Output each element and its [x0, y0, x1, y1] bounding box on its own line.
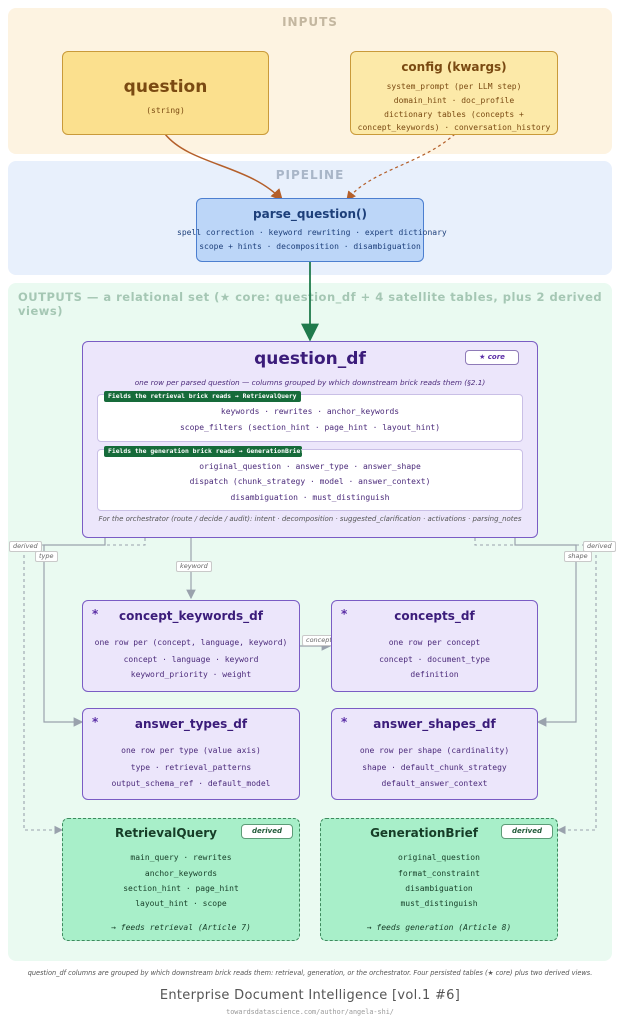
retrieval-fields-line-1: keywords · rewrites · anchor_keywords: [220, 407, 400, 416]
generation-brief-feeds: → feeds generation (Article 8): [366, 923, 512, 932]
config-line-3: dictionary tables (concepts +: [384, 110, 524, 119]
retrieval-query-line-3: section_hint · page_hint: [123, 884, 239, 893]
retrieval-query-title: RetrievalQuery: [115, 826, 217, 840]
retrieval-fields-header: Fields the retrieval brick reads → Retri…: [104, 391, 301, 402]
generation-fields-line-2: dispatch (chunk_strategy · model · answe…: [189, 477, 431, 486]
question-df-title: question_df: [254, 349, 366, 369]
footer-caption: question_df columns are grouped by which…: [27, 969, 593, 977]
config-to-parse-arrow: [346, 133, 456, 201]
retrieval-fields-group: Fields the retrieval brick reads → Retri…: [97, 391, 523, 442]
concepts-df-title: concepts_df: [394, 609, 475, 623]
generation-brief-box: GenerationBrief derived original_questio…: [320, 818, 558, 941]
shape-label: shape: [564, 551, 592, 562]
concept-keywords-line-2: concept · language · keyword: [123, 655, 259, 664]
generation-brief-line-1: original_question: [398, 853, 480, 862]
retrieval-query-badge: derived: [241, 824, 293, 839]
orchestrator-line: For the orchestrator (route / decide / a…: [98, 515, 522, 523]
parse-line-1: spell correction · keyword rewriting · e…: [177, 228, 447, 237]
core-star: *: [92, 715, 99, 729]
answer-types-df-title: answer_types_df: [134, 717, 248, 731]
generation-fields-line-1: original_question · answer_type · answer…: [199, 462, 421, 471]
generation-fields-header: Fields the generation brick reads → Gene…: [104, 446, 302, 457]
parse-question-title: parse_question(): [253, 207, 367, 221]
config-title: config (kwargs): [401, 60, 507, 74]
answer-types-line-1: one row per type (value axis): [121, 746, 261, 755]
core-star: *: [341, 607, 348, 621]
generation-brief-line-4: must_distinguish: [400, 899, 478, 908]
generation-fields-line-3: disambiguation · must_distinguish: [230, 493, 390, 502]
concepts-line-3: definition: [410, 670, 459, 679]
concepts-line-2: concept · document_type: [379, 655, 490, 664]
retrieval-query-line-2: anchor_keywords: [144, 869, 218, 878]
question-to-parse-arrow: [164, 133, 284, 202]
retrieval-query-feeds: → feeds retrieval (Article 7): [111, 923, 251, 932]
concept-keywords-line-3: keyword_priority · weight: [130, 670, 252, 679]
answer-shapes-df-box: * answer_shapes_df one row per shape (ca…: [331, 708, 538, 800]
answer-types-line-2: type · retrieval_patterns: [130, 763, 252, 772]
inputs-band-title: INPUTS: [282, 15, 338, 29]
question-subtitle: (string): [146, 106, 185, 115]
question-box: question (string): [62, 51, 269, 135]
footer-title: Enterprise Document Intelligence [vol.1 …: [159, 988, 461, 1003]
footer-url: towardsdatascience.com/author/angela-shi…: [226, 1008, 394, 1016]
answer-shapes-line-2: shape · default_chunk_strategy: [362, 763, 507, 772]
retrieval-fields-line-2: scope_filters (section_hint · page_hint …: [179, 423, 441, 432]
derived-right-label: derived: [583, 541, 616, 552]
retrieval-query-line-1: main_query · rewrites: [130, 853, 232, 862]
generation-fields-group: Fields the generation brick reads → Gene…: [97, 446, 523, 511]
answer-types-line-3: output_schema_ref · default_model: [111, 779, 271, 788]
config-line-4: concept_keywords) · conversation_history: [357, 123, 551, 132]
question-df-badge: ★ core: [465, 350, 519, 365]
concept-keywords-df-title: concept_keywords_df: [119, 609, 263, 623]
parse-question-box: parse_question() spell correction · keyw…: [177, 198, 447, 262]
question-df-box: question_df ★ core one row per parsed qu…: [82, 341, 538, 538]
core-star: *: [92, 607, 99, 621]
keyword-label: keyword: [176, 561, 212, 572]
answer-shapes-df-title: answer_shapes_df: [373, 717, 496, 731]
generation-brief-badge: derived: [501, 824, 553, 839]
derived-left-label: derived: [9, 541, 42, 552]
config-box: config (kwargs) system_prompt (per LLM s…: [350, 51, 558, 135]
concepts-df-box: * concepts_df one row per concept concep…: [331, 600, 538, 692]
core-star: *: [341, 715, 348, 729]
generation-brief-title: GenerationBrief: [370, 826, 478, 840]
config-line-2: domain_hint · doc_profile: [393, 96, 515, 105]
concepts-line-1: one row per concept: [388, 638, 481, 647]
generation-brief-line-3: disambiguation: [405, 884, 473, 893]
answer-shapes-line-1: one row per shape (cardinality): [359, 746, 510, 755]
generation-brief-line-2: format_constraint: [398, 869, 480, 878]
concept-keywords-line-1: one row per (concept, language, keyword): [94, 638, 288, 647]
retrieval-query-line-4: layout_hint · scope: [135, 899, 227, 908]
type-label: type: [35, 551, 58, 562]
parse-line-2: scope + hints · decomposition · disambig…: [199, 242, 421, 251]
config-line-1: system_prompt (per LLM step): [386, 82, 522, 91]
answer-types-df-box: * answer_types_df one row per type (valu…: [82, 708, 300, 800]
question-df-subtitle: one row per parsed question — columns gr…: [134, 378, 486, 387]
concept-keywords-df-box: * concept_keywords_df one row per (conce…: [82, 600, 300, 692]
answer-shapes-line-3: default_answer_context: [381, 779, 488, 788]
question-title: question: [123, 77, 208, 97]
retrieval-query-box: RetrievalQuery derived main_query · rewr…: [62, 818, 300, 941]
pipeline-band-title: PIPELINE: [275, 168, 345, 182]
